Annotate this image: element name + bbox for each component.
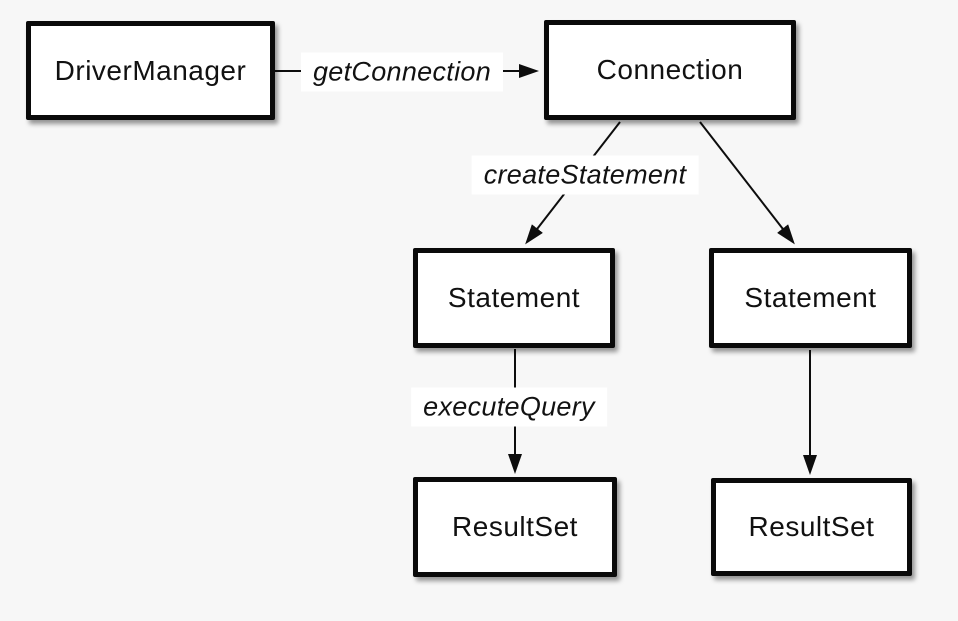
node-statement-left: Statement bbox=[413, 248, 615, 348]
node-connection-label: Connection bbox=[596, 54, 744, 85]
node-statement-left-label: Statement bbox=[447, 282, 581, 313]
node-driver-manager-label: DriverManager bbox=[54, 54, 247, 86]
node-resultset-left-label: ResultSet bbox=[452, 511, 578, 542]
node-connection: Connection bbox=[544, 20, 796, 120]
node-resultset-left: ResultSet bbox=[413, 477, 617, 577]
edge-label-execute-query: executeQuery bbox=[411, 387, 607, 427]
node-driver-manager: DriverManager bbox=[26, 21, 275, 120]
node-resultset-right-label: ResultSet bbox=[748, 511, 875, 542]
node-statement-right: Statement bbox=[709, 248, 912, 348]
edge-connection-to-statement-right-arrow bbox=[699, 121, 795, 245]
edge-label-get-connection: getConnection bbox=[300, 52, 504, 92]
edge-label-create-statement: createStatement bbox=[471, 155, 699, 195]
node-statement-right-label: Statement bbox=[744, 282, 877, 313]
node-resultset-right: ResultSet bbox=[711, 478, 912, 576]
